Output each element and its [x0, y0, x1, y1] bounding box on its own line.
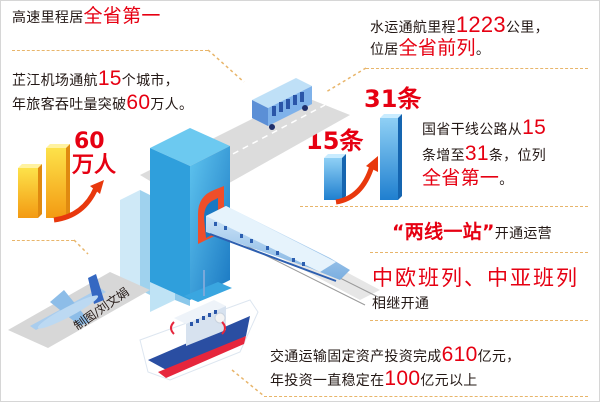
highway-stat: 高速里程居全省第一: [12, 6, 161, 29]
investment-line2-prefix: 年投资一直稳定在: [270, 373, 385, 389]
divider-dashed: [12, 240, 74, 241]
investment-total-number: 610: [441, 343, 478, 366]
waterway-stat-line2: 位居全省前列。: [370, 38, 490, 61]
connector-dashed: [207, 49, 245, 83]
investment-line1-prefix: 交通运输固定资产投资完成: [270, 349, 442, 365]
airport-line2-suffix: 万人。: [150, 97, 194, 113]
trunk-roads-from-number: 15: [522, 116, 547, 139]
connector-dashed: [231, 369, 265, 397]
waterway-line1-suffix: 公里，: [505, 20, 549, 36]
railway-stat: “两线一站”开通运营: [392, 222, 552, 245]
waterway-highlight: 全省前列: [398, 37, 476, 59]
trunk-roads-line3: 全省第一。: [422, 168, 514, 191]
airport-line1-prefix: 芷江机场通航: [12, 73, 98, 89]
waterway-line1-prefix: 水运通航里程: [370, 20, 456, 36]
waterway-line2-suffix: 。: [475, 42, 491, 58]
trunk-roads-line2-prefix: 条增至: [422, 148, 465, 164]
airport-stat-line1: 芷江机场通航15个城市，: [12, 68, 179, 92]
airport-line2-prefix: 年旅客吞吐量突破: [12, 97, 127, 113]
trunk-roads-line1: 国省干线公路从15: [422, 117, 546, 141]
investment-annual-number: 100: [384, 367, 421, 390]
trunk-roads-to-number: 31: [464, 142, 489, 165]
airplane-icon: [8, 272, 150, 348]
freight-trains-stat: 中欧班列、中亚班列: [372, 268, 579, 292]
trunk-roads-line3-suffix: 。: [499, 172, 514, 188]
airport-line1-suffix: 个城市，: [121, 73, 179, 89]
trunk-roads-highlight: 全省第一: [422, 167, 500, 189]
yellow-bar-chart-icon: [18, 144, 104, 223]
bus-icon: [252, 78, 312, 130]
airport-stat-line2: 年旅客吞吐量突破60万人。: [12, 92, 193, 116]
airport-passengers-number: 60: [126, 91, 151, 114]
ship-icon: [139, 270, 259, 381]
airport-chart-label-unit: 万人: [72, 153, 117, 178]
waterway-km-number: 1223: [455, 12, 506, 37]
trunk-road-bar-large-label: 31条: [364, 85, 422, 113]
investment-line1: 交通运输固定资产投资完成610亿元，: [270, 344, 520, 368]
divider-dashed: [370, 320, 588, 321]
railway-highlight: “两线一站”: [392, 221, 495, 243]
highway-prefix: 高速里程居: [12, 10, 84, 26]
airport-cities-number: 15: [97, 67, 122, 90]
connector-dashed: [325, 67, 367, 93]
blue-bar-chart-icon: [324, 114, 402, 205]
divider-dashed: [264, 396, 588, 397]
investment-line2: 年投资一直稳定在100亿元以上: [270, 368, 478, 392]
trunk-roads-line2: 条增至31条，位列: [422, 143, 546, 167]
railway-suffix: 开通运营: [494, 226, 552, 242]
divider-dashed: [366, 68, 588, 69]
train-icon: [206, 206, 350, 282]
trunk-roads-line2-suffix: 条，位列: [488, 148, 547, 164]
waterway-stat-line1: 水运通航里程1223公里，: [370, 14, 549, 39]
trunk-roads-line1-prefix: 国省干线公路从: [422, 122, 523, 138]
highway-highlight: 全省第一: [83, 5, 161, 27]
freight-trains-suffix: 相继开通: [372, 296, 430, 312]
divider-dashed: [12, 50, 208, 51]
waterway-line2-prefix: 位居: [370, 42, 399, 58]
freight-trains-highlight: 中欧班列、中亚班列: [372, 266, 579, 290]
investment-line1-suffix: 亿元，: [477, 349, 521, 365]
investment-line2-suffix: 亿元以上: [420, 373, 478, 389]
divider-dashed: [300, 206, 588, 207]
divider-dashed: [370, 252, 588, 253]
airport-chart-label-num: 60: [74, 129, 105, 154]
